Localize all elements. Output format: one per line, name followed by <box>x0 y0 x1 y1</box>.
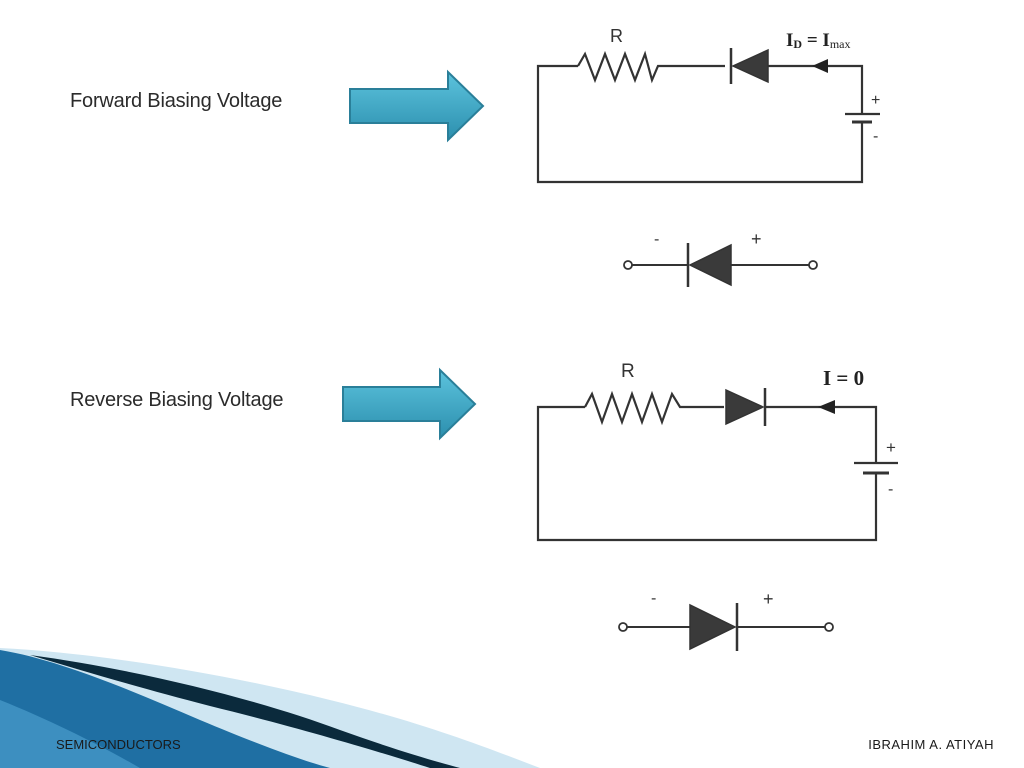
forward-current-label: ID = Imax <box>786 30 850 51</box>
reverse-diode-icon <box>725 388 767 426</box>
forward-current-arrow-icon <box>812 59 828 73</box>
reverse-resistor-label: R <box>621 361 635 382</box>
footer-title: SEMICONDUCTORS <box>56 737 181 752</box>
reverse-symbol-minus: - <box>651 590 656 607</box>
reverse-symbol-plus: + <box>763 589 774 609</box>
forward-symbol-minus: - <box>654 231 659 248</box>
forward-diode-icon <box>729 48 769 84</box>
footer-wave-decoration <box>0 648 540 768</box>
forward-symbol-plus: + <box>751 229 762 249</box>
reverse-battery-plus: + <box>886 438 896 457</box>
reverse-battery-minus: - <box>888 481 893 498</box>
forward-arrow-icon <box>349 69 485 143</box>
forward-circuit <box>536 50 880 184</box>
forward-battery-plus: + <box>871 92 880 109</box>
reverse-circuit <box>536 390 898 542</box>
forward-diode-symbol <box>623 243 818 287</box>
forward-resistor <box>577 50 725 84</box>
reverse-current-arrow-icon <box>818 400 835 414</box>
reverse-current-label: I = 0 <box>823 366 864 390</box>
forward-resistor-label: R <box>610 26 623 46</box>
reverse-arrow-icon <box>342 367 477 441</box>
forward-battery-minus: - <box>873 128 878 145</box>
reverse-bias-label: Reverse Biasing Voltage <box>70 389 284 411</box>
reverse-resistor <box>584 390 724 426</box>
forward-bias-label: Forward Biasing Voltage <box>70 90 283 112</box>
footer-author: IBRAHIM A. ATIYAH <box>868 737 994 752</box>
reverse-diode-symbol <box>618 603 834 651</box>
